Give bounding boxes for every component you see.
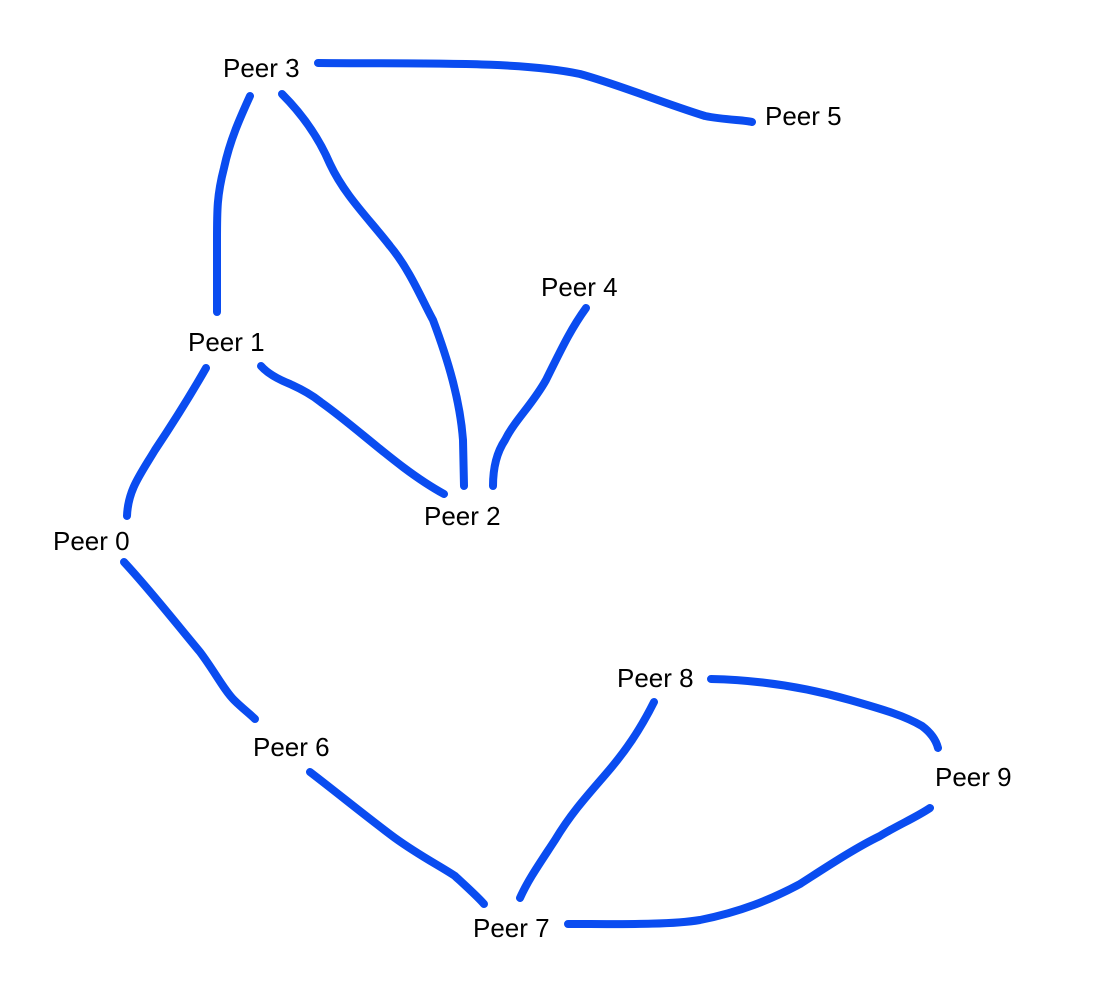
node-label-peer-8: Peer 8: [617, 663, 694, 693]
edges-layer: [120, 59, 942, 929]
node-label-peer-1: Peer 1: [188, 327, 265, 357]
edge-peer-3-peer-2: [278, 90, 468, 490]
edge-peer-4-peer-2: [489, 304, 590, 490]
edge-peer-0-peer-6: [120, 558, 259, 723]
node-label-peer-6: Peer 6: [253, 732, 330, 762]
edge-peer-3-peer-5: [314, 59, 756, 126]
edge-peer-8-peer-7: [516, 698, 658, 902]
node-label-peer-4: Peer 4: [541, 272, 618, 302]
node-label-peer-0: Peer 0: [53, 526, 130, 556]
edge-peer-3-peer-1: [213, 92, 254, 316]
edge-peer-1-peer-0: [123, 364, 210, 520]
node-label-peer-2: Peer 2: [424, 501, 501, 531]
node-label-peer-7: Peer 7: [473, 913, 550, 943]
edge-peer-8-peer-9: [707, 675, 942, 752]
edge-peer-1-peer-2: [257, 362, 448, 498]
node-label-peer-5: Peer 5: [765, 101, 842, 131]
edge-peer-9-peer-7: [564, 804, 934, 929]
nodes-layer: Peer 0 Peer 1 Peer 2 Peer 3 Peer 4 Peer 5 Peer…: [53, 53, 1012, 943]
edge-peer-6-peer-7: [306, 768, 488, 908]
node-label-peer-9: Peer 9: [935, 762, 1012, 792]
node-label-peer-3: Peer 3: [223, 53, 300, 83]
